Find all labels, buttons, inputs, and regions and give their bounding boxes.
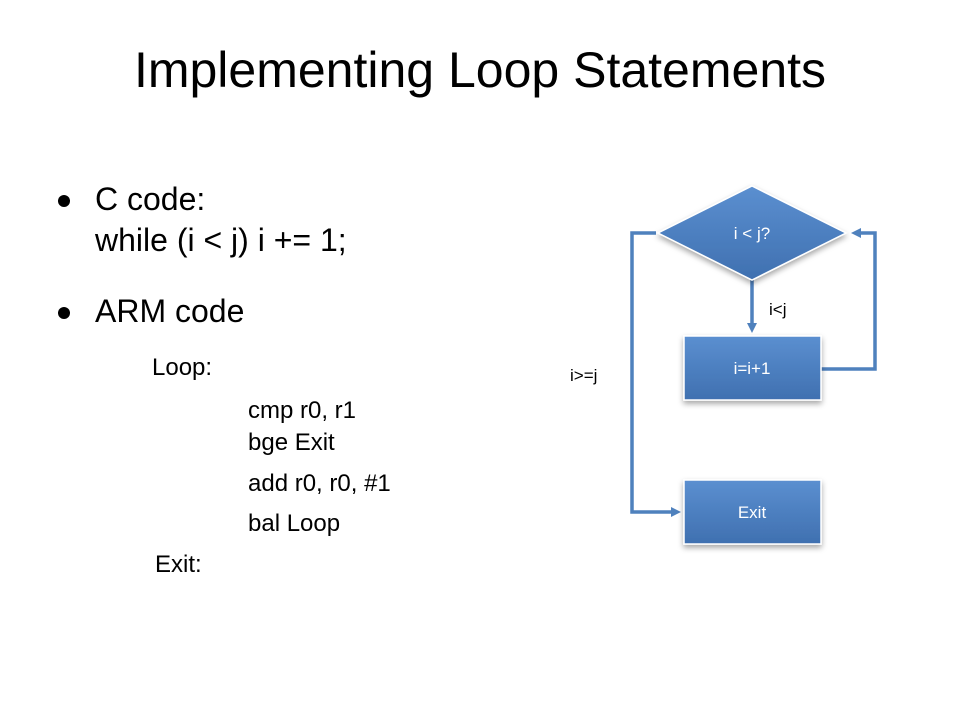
decision-label: i < j? [734,224,770,243]
edge-true-label: i<j [769,300,786,319]
process-label: i=i+1 [734,359,771,378]
code-line-add: add r0, r0, #1 [248,470,391,497]
bullet-arm-code-label: ARM code [95,293,245,329]
bullet-c-code-snippet: while (i < j) i += 1; [95,222,347,258]
code-line-cmp: cmp r0, r1 [248,397,357,424]
process-box-increment [683,335,822,401]
exit-label: Exit [738,503,767,522]
bullet-c-code-label: C code: [95,181,206,217]
bullet-marker [58,307,70,319]
bullet-marker [58,195,70,207]
code-line-bal: bal Loop [248,510,341,537]
loop-back-arrow [821,228,877,371]
exit-box [683,479,822,545]
code-exit-label: Exit: [155,551,202,578]
edge-false-label: i>=j [570,366,597,385]
code-loop-label: Loop: [152,354,213,381]
edge-false-arrow [630,231,681,517]
code-line-bge: bge Exit [248,429,335,456]
decision-diamond [656,185,848,281]
slide-title: Implementing Loop Statements [133,42,827,98]
